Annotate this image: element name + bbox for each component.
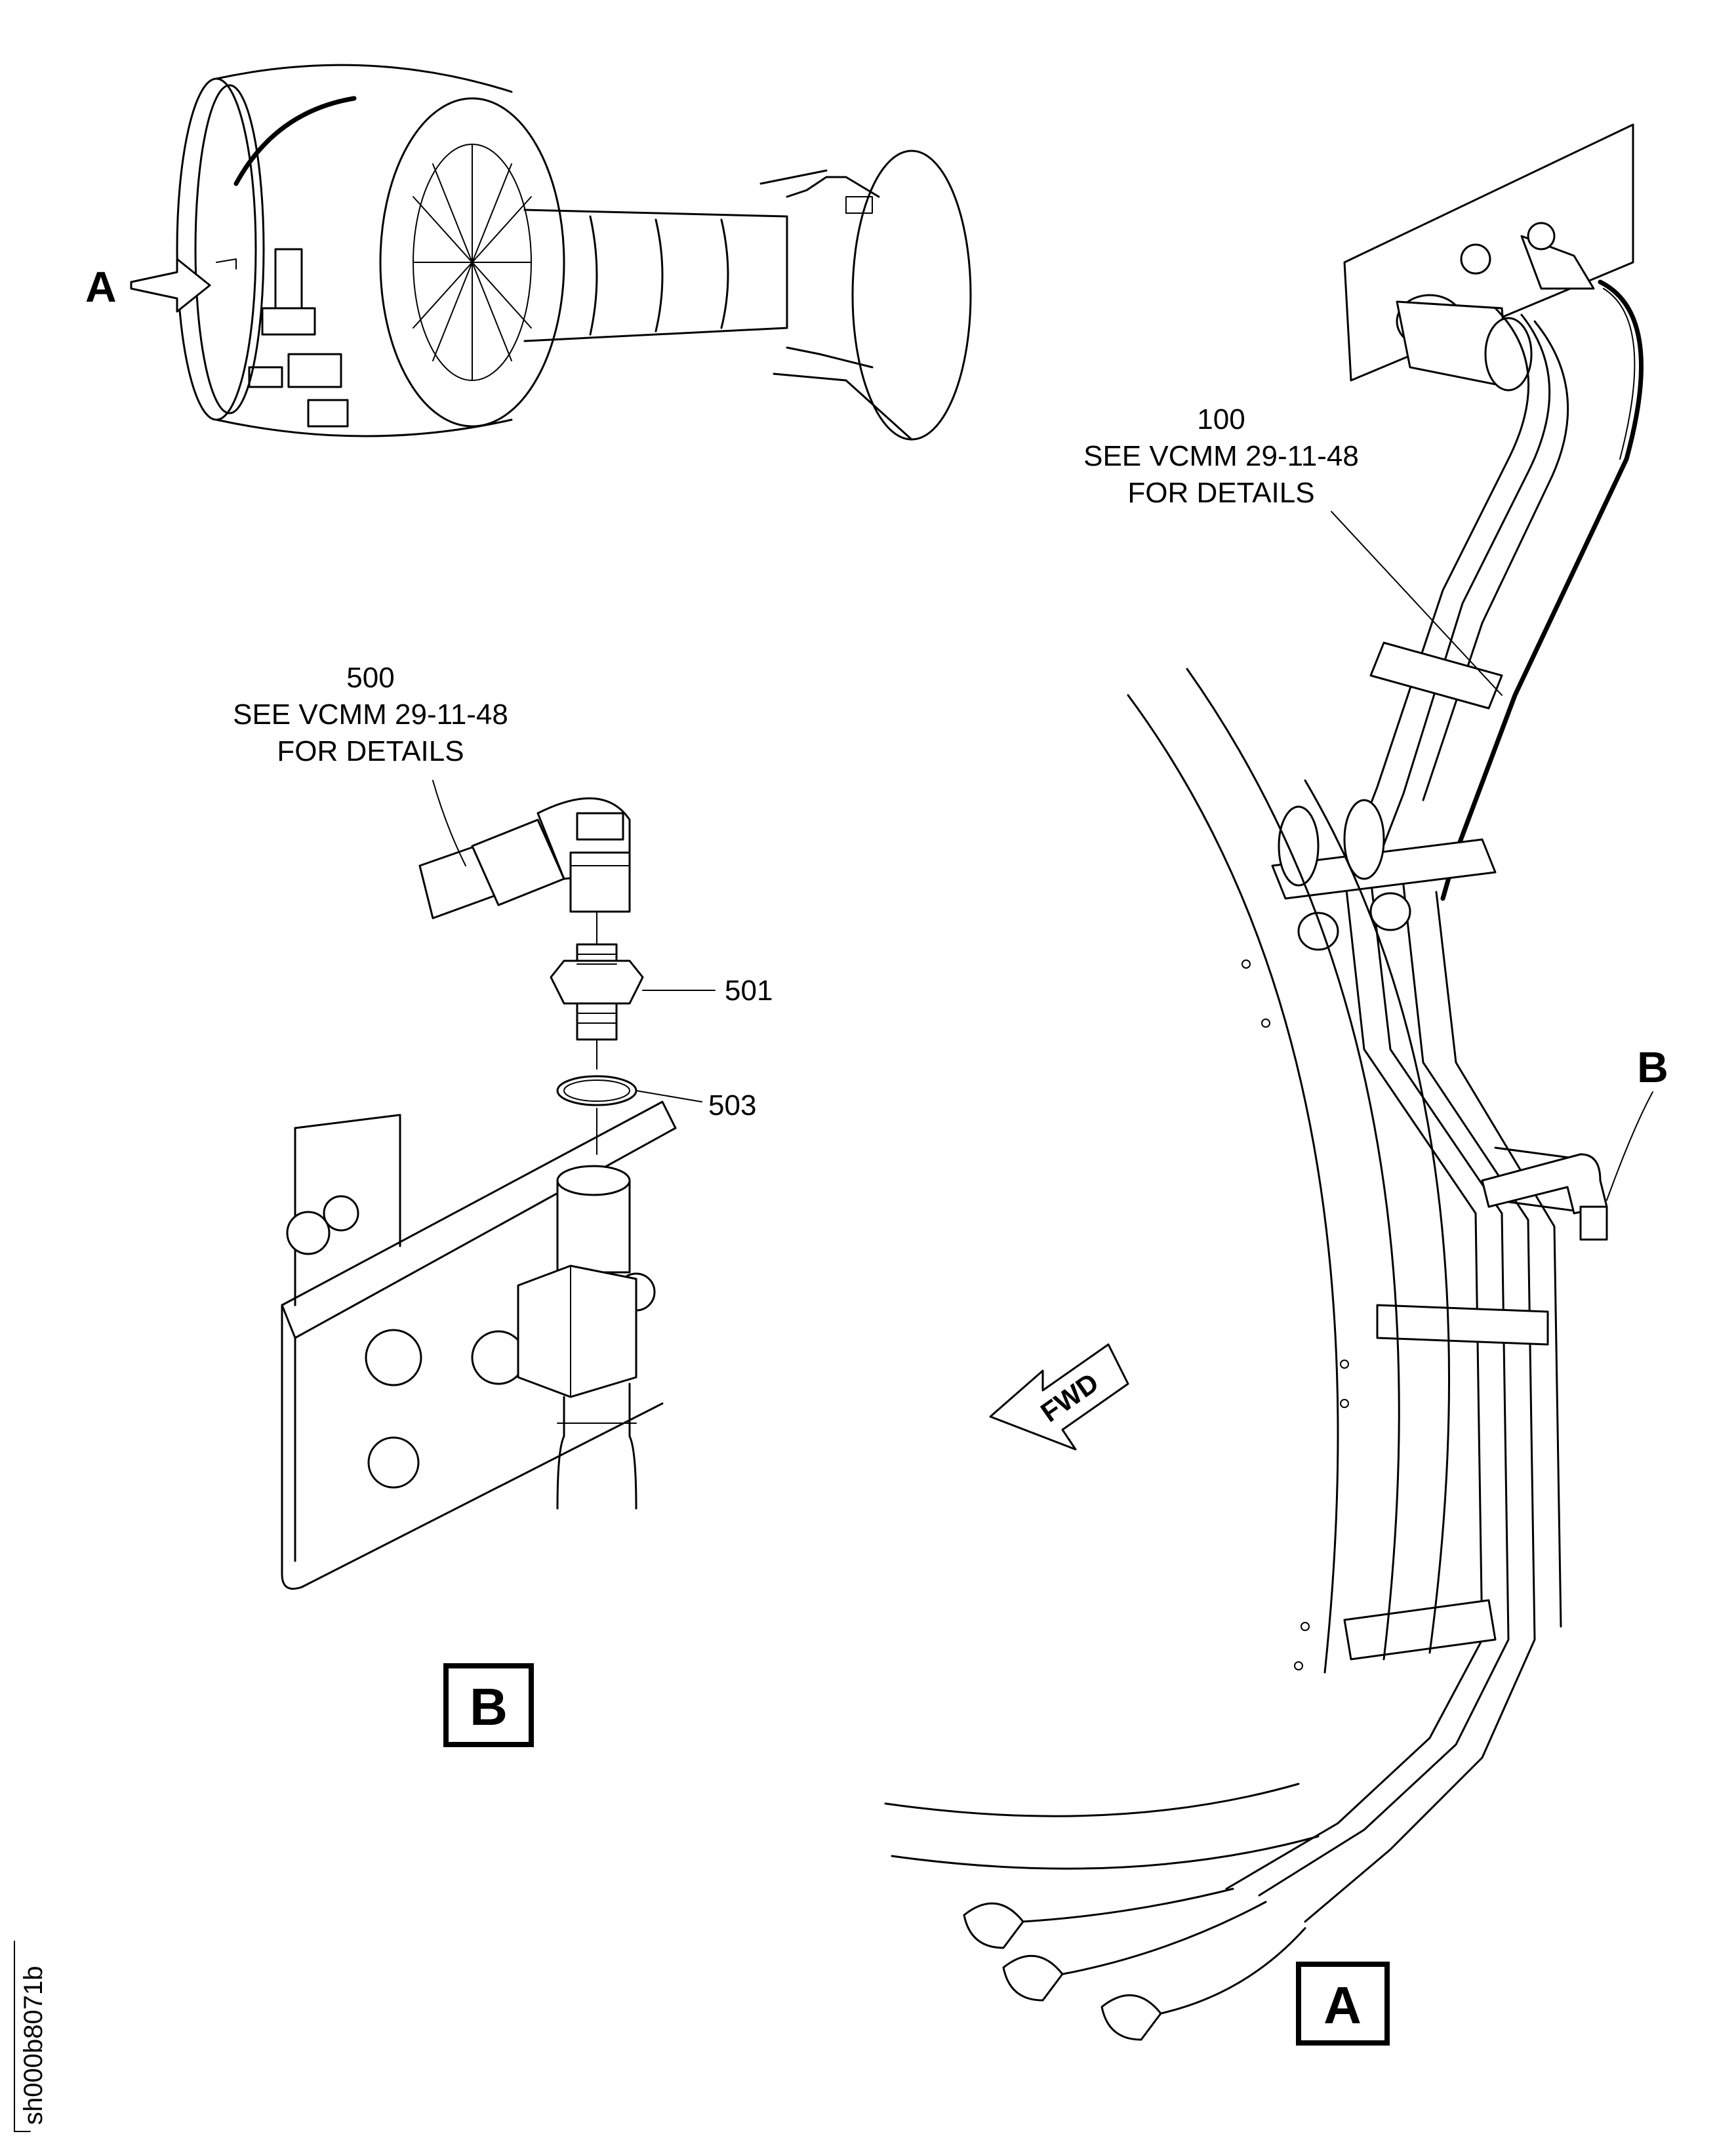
callout-100: 100 SEE VCMM 29-11-48 FOR DETAILS — [1083, 403, 1503, 696]
fwd-arrow-icon — [989, 1343, 1129, 1451]
callout-500-number: 500 — [346, 662, 394, 694]
callout-500-leader — [432, 780, 466, 866]
detail-b-label: B — [470, 1678, 508, 1736]
figure-id: sh000b8071b — [14, 1941, 48, 2132]
callout-503-number: 503 — [708, 1089, 756, 1121]
callout-500-line2: FOR DETAILS — [277, 735, 464, 767]
view-a-arrow-label: A — [85, 262, 117, 311]
callout-500: 500 SEE VCMM 29-11-48 FOR DETAILS — [233, 662, 508, 866]
callout-100-line1: SEE VCMM 29-11-48 — [1083, 440, 1359, 472]
figure-id-text: sh000b8071b — [19, 1966, 48, 2125]
view-b-arrow-label: B — [1637, 1043, 1668, 1091]
callout-100-line2: FOR DETAILS — [1127, 477, 1314, 509]
callout-100-number: 100 — [1197, 403, 1245, 435]
view-b-marker: B — [1606, 1043, 1668, 1201]
detail-a-illustration — [884, 123, 1644, 2041]
forward-direction-arrow: FWD — [989, 1343, 1129, 1451]
detail-a-label: A — [1323, 1976, 1362, 2034]
callout-500-line1: SEE VCMM 29-11-48 — [233, 698, 508, 731]
detail-a-label-box: A — [1296, 1962, 1390, 2046]
frame-rivets — [1241, 959, 1349, 1670]
detail-b-illustration — [281, 797, 716, 1590]
callout-100-leader — [1331, 511, 1503, 696]
view-a-arrow-icon — [130, 258, 211, 313]
callout-503: 503 — [708, 1089, 756, 1121]
view-a-arrow: A — [85, 258, 211, 313]
view-b-leader — [1606, 1091, 1653, 1201]
callout-501: 501 — [725, 975, 773, 1007]
detail-b-label-box: B — [443, 1663, 534, 1747]
bolt-heads — [286, 1195, 656, 1489]
engine-overview-illustration — [176, 64, 972, 441]
callout-501-number: 501 — [725, 975, 773, 1007]
